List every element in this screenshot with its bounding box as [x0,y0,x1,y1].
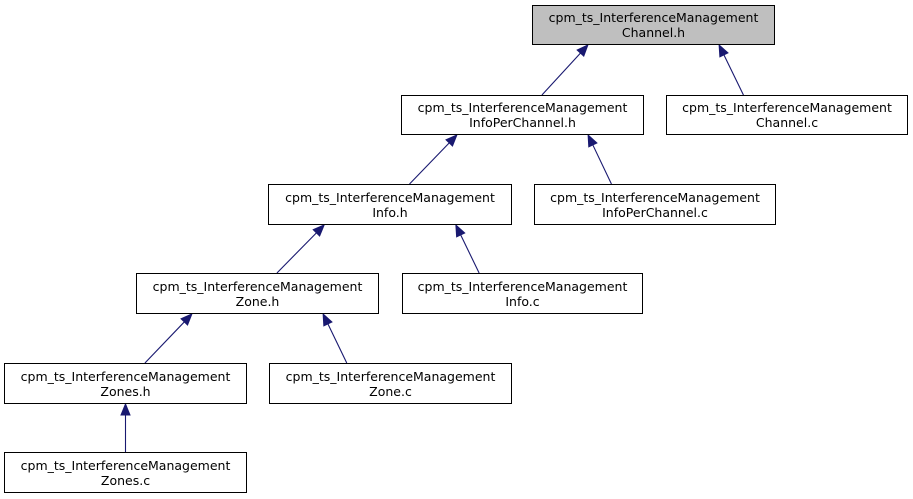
node-label-line1: cpm_ts_InterferenceManagement [20,457,231,473]
edge-arrowhead [576,44,589,58]
edge-line [409,142,450,185]
edge-line [723,54,744,96]
node-label-line1: cpm_ts_InterferenceManagement [417,100,628,115]
edge-arrowhead [445,134,458,147]
node-label-line1: cpm_ts_InterferenceManagement [285,189,495,205]
node-label-line2: Zones.h [100,383,151,399]
edge-arrowhead [180,313,193,326]
edge-line [276,232,317,274]
node-label-line1: cpm_ts_InterferenceManagement [20,368,231,384]
node-zones-c[interactable]: cpm_ts_InterferenceManagement Zones.c [4,452,247,493]
node-zones-h[interactable]: cpm_ts_InterferenceManagement Zones.h [4,363,247,404]
node-label-line1: cpm_ts_InterferenceManagement [285,368,496,384]
node-channel-c[interactable]: cpm_ts_InterferenceManagement Channel.c [666,95,908,135]
node-channel-h: cpm_ts_InterferenceManagement Channel.h [532,5,775,45]
node-label-line1: cpm_ts_InterferenceManagement [682,100,892,115]
edge-line [541,52,581,96]
edge-line [460,234,480,274]
node-label-line2: InfoPerChannel.c [602,204,708,220]
node-zone-c[interactable]: cpm_ts_InterferenceManagement Zone.c [269,363,512,404]
node-label-line2: InfoPerChannel.h [469,115,576,130]
node-label-line2: Zones.c [100,472,151,488]
node-info-h[interactable]: cpm_ts_InterferenceManagement Info.h [268,184,512,225]
edge-line [144,321,185,364]
node-label-line2: Zone.c [369,383,412,399]
node-label-line2: Channel.h [621,25,686,40]
node-zone-h[interactable]: cpm_ts_InterferenceManagement Zone.h [136,273,379,314]
node-infoperchannel-h[interactable]: cpm_ts_InterferenceManagement InfoPerCha… [401,95,644,135]
edge-arrowhead [322,312,333,327]
node-infoperchannel-c[interactable]: cpm_ts_InterferenceManagement InfoPerCha… [534,184,776,225]
node-label-line2: Info.c [505,293,540,309]
node-info-c[interactable]: cpm_ts_InterferenceManagement Info.c [402,273,643,314]
node-label-line1: cpm_ts_InterferenceManagement [550,189,760,205]
edge-arrowhead [120,402,131,416]
node-label-line2: Info.h [372,204,408,220]
node-label-line1: cpm_ts_InterferenceManagement [417,278,628,294]
edge-line [327,323,348,364]
edge-arrowhead [312,224,326,237]
node-label-line2: Zone.h [235,293,280,309]
edge-arrowhead [718,43,729,58]
edge-line [592,144,612,185]
node-label-line1: cpm_ts_InterferenceManagement [548,10,759,25]
edge-arrowhead [455,223,466,238]
node-label-line1: cpm_ts_InterferenceManagement [152,278,363,294]
edge-arrowhead [587,133,598,148]
node-label-line2: Channel.c [755,115,819,130]
